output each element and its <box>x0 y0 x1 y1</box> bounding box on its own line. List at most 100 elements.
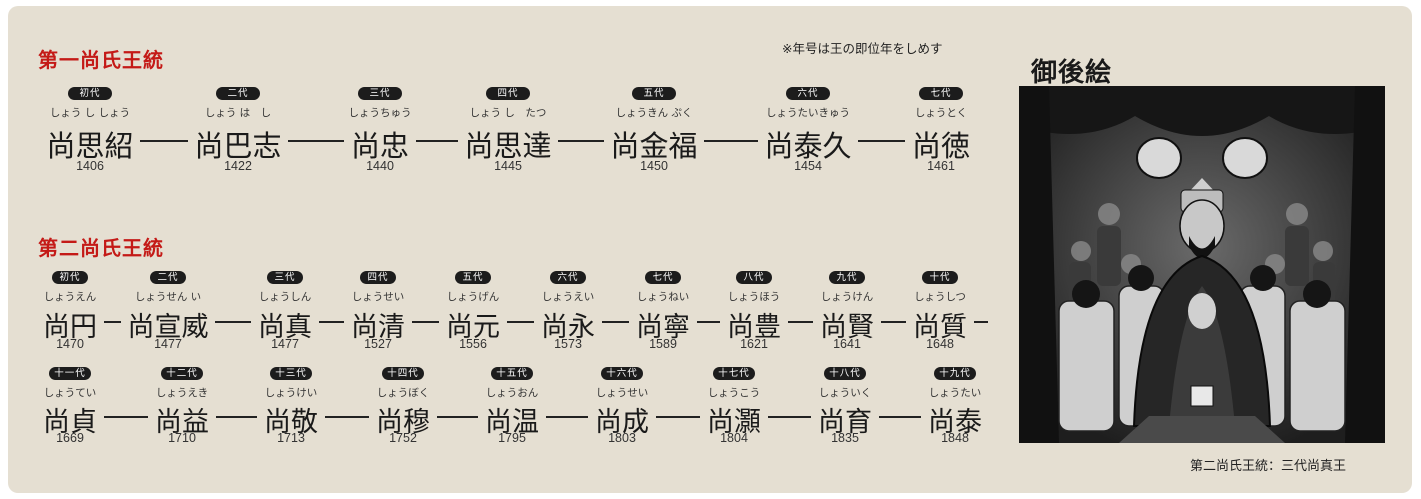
generation-badge: 六代 <box>550 271 586 284</box>
king-name: 尚泰 <box>927 407 982 438</box>
accession-year: 1573 <box>554 337 582 351</box>
king-name: 尚金福 <box>610 129 698 163</box>
generation-badge: 初代 <box>68 87 112 100</box>
king-name-reading: しょうきん ぷく <box>615 107 693 119</box>
king-name-reading: しょうぼく <box>376 387 430 399</box>
lineage-connector <box>767 416 812 418</box>
king-name: 尚清 <box>350 312 405 343</box>
king-name: 尚成 <box>594 407 649 438</box>
generation-badge: 九代 <box>829 271 865 284</box>
king-name: 尚質 <box>912 312 967 343</box>
accession-year: 1445 <box>494 159 522 173</box>
king-name: 尚賢 <box>819 312 874 343</box>
king-portrait-image <box>1019 86 1385 443</box>
generation-badge: 七代 <box>919 87 963 100</box>
lineage-connector <box>880 321 907 323</box>
king-name: 尚敬 <box>263 407 318 438</box>
generation-badge: 二代 <box>216 87 260 100</box>
accession-year: 1795 <box>498 431 526 445</box>
king-name: 尚思達 <box>464 129 552 163</box>
accession-year: 1461 <box>927 159 955 173</box>
king-name-reading: しょうせい <box>595 387 649 399</box>
generation-badge: 二代 <box>150 271 186 284</box>
king-name: 尚永 <box>540 312 595 343</box>
king-name-reading: しょうけい <box>264 387 318 399</box>
lineage-connector <box>415 140 458 142</box>
king-name: 尚巴志 <box>194 129 282 163</box>
king-name-reading: しょうたい <box>928 387 982 399</box>
king-name: 尚貞 <box>42 407 97 438</box>
king-name-reading: しょうとく <box>914 107 968 119</box>
king-name: 尚宣威 <box>127 312 209 343</box>
generation-badge: 十三代 <box>270 367 312 380</box>
section-title-second-sho: 第二尚氏王統 <box>38 236 164 260</box>
lineage-connector <box>704 140 758 142</box>
generation-badge: 十八代 <box>824 367 866 380</box>
king-name-reading: しょう は し <box>204 107 272 119</box>
portrait-title: 御後絵 <box>1031 58 1113 88</box>
generation-badge: 三代 <box>267 271 303 284</box>
king-name-reading: しょうえい <box>541 291 595 303</box>
king-name: 尚益 <box>154 407 209 438</box>
king-name: 尚真 <box>257 312 312 343</box>
generation-badge: 六代 <box>786 87 830 100</box>
accession-year: 1470 <box>56 337 84 351</box>
accession-year: 1803 <box>608 431 636 445</box>
king-name: 尚寧 <box>635 312 690 343</box>
generation-badge: 十一代 <box>49 367 91 380</box>
lineage-connector <box>506 321 535 323</box>
accession-year: 1713 <box>277 431 305 445</box>
generation-badge: 初代 <box>52 271 88 284</box>
lineage-connector <box>324 416 370 418</box>
lineage-connector-continues <box>973 321 988 323</box>
king-name: 尚徳 <box>911 129 970 163</box>
accession-year: 1454 <box>794 159 822 173</box>
king-name-reading: しょうけん <box>820 291 874 303</box>
lineage-connector <box>545 416 589 418</box>
portrait-caption: 第二尚氏王統：三代尚真王 <box>1190 459 1347 474</box>
king-name-reading: しょうえん <box>43 291 97 303</box>
lineage-connector <box>215 416 258 418</box>
king-name-reading: しょうえき <box>155 387 209 399</box>
generation-badge: 十九代 <box>934 367 976 380</box>
year-note: ※年号は王の即位年をしめす <box>782 41 943 56</box>
king-name: 尚育 <box>817 407 872 438</box>
accession-year: 1835 <box>831 431 859 445</box>
accession-year: 1752 <box>389 431 417 445</box>
accession-year: 1710 <box>168 431 196 445</box>
king-name-reading: しょうしつ <box>914 291 966 303</box>
king-name-reading: しょうせい <box>351 291 405 303</box>
king-name: 尚円 <box>42 312 97 343</box>
king-name-reading: しょうこう <box>707 387 761 399</box>
generation-badge: 五代 <box>455 271 491 284</box>
king-name-reading: しょうおん <box>485 387 539 399</box>
king-name: 尚思紹 <box>46 129 134 163</box>
king-name-reading: しょういく <box>818 387 872 399</box>
generation-badge: 十五代 <box>491 367 533 380</box>
generation-badge: 五代 <box>632 87 676 100</box>
lineage-connector <box>318 321 345 323</box>
accession-year: 1527 <box>364 337 392 351</box>
lineage-connector <box>288 140 345 142</box>
generation-badge: 十二代 <box>161 367 203 380</box>
accession-year: 1477 <box>271 337 299 351</box>
lineage-connector <box>878 416 922 418</box>
king-name: 尚忠 <box>350 129 409 163</box>
lineage-connector <box>558 140 604 142</box>
generation-badge: 七代 <box>645 271 681 284</box>
lineage-connector <box>601 321 630 323</box>
generation-badge: 十六代 <box>601 367 643 380</box>
lineage-connector <box>858 140 906 142</box>
king-name: 尚豊 <box>726 312 781 343</box>
king-name-reading: しょうしん <box>258 291 312 303</box>
lineage-connector <box>436 416 479 418</box>
generation-badge: 四代 <box>486 87 530 100</box>
king-name-reading: しょう し たつ <box>469 107 547 119</box>
accession-year: 1450 <box>640 159 668 173</box>
accession-year: 1556 <box>459 337 487 351</box>
king-name-reading: しょうねい <box>636 291 690 303</box>
accession-year: 1589 <box>649 337 677 351</box>
king-name-reading: しょうせん い <box>134 291 202 303</box>
lineage-connector <box>215 321 252 323</box>
